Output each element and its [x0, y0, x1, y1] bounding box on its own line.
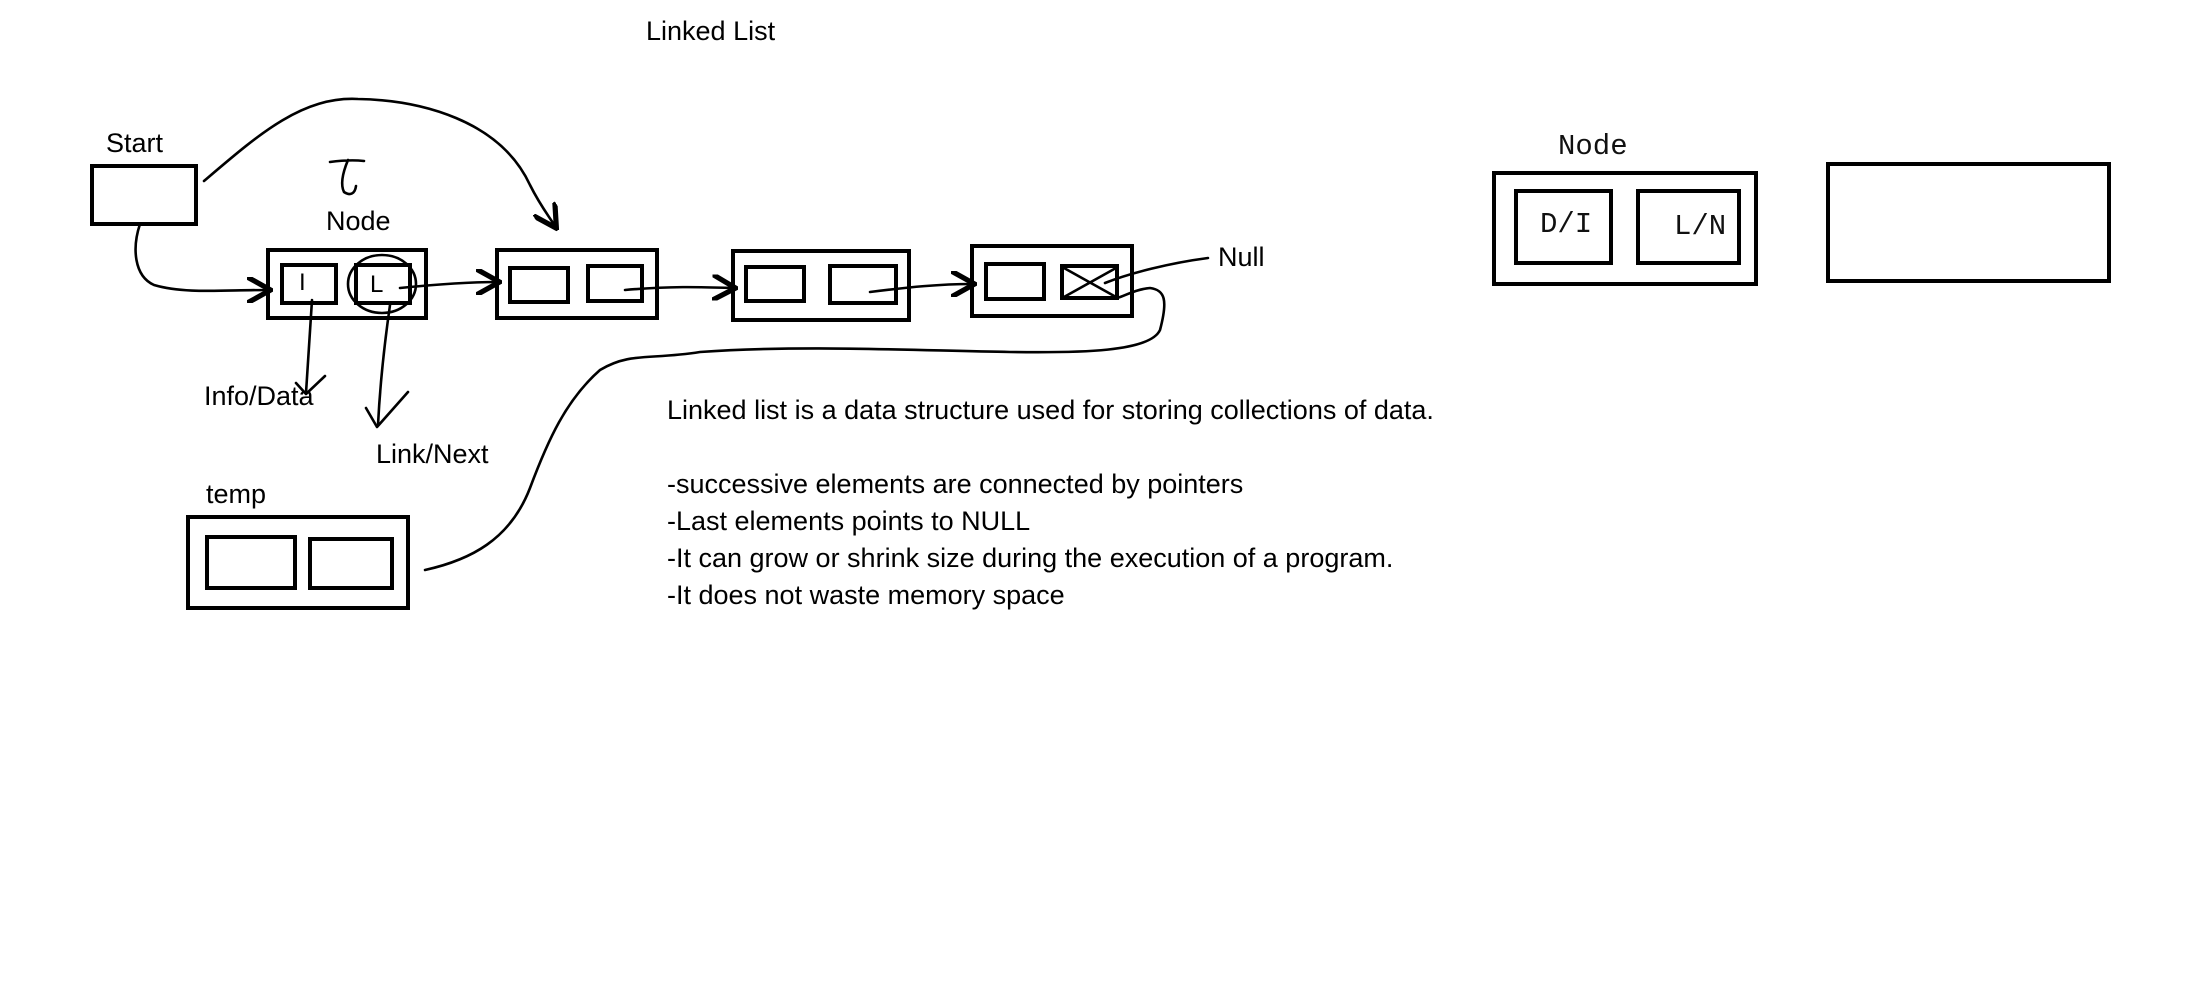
legend-link-cell-label: L/N	[1674, 210, 1727, 243]
linked-list-node-2	[495, 248, 659, 320]
linked-list-node-3	[731, 249, 911, 322]
node-label: Node	[326, 206, 391, 236]
t-mark-stroke	[328, 158, 366, 196]
link-arrowhead	[364, 390, 410, 429]
node2-to-node3-arrow	[623, 287, 733, 290]
null-cross-mark	[1062, 266, 1118, 299]
info-data-label: Info/Data	[204, 381, 314, 411]
link-next-label: Link/Next	[376, 439, 489, 469]
legend-node-box	[1492, 171, 1758, 286]
bullet-point: -successive elements are connected by po…	[667, 469, 1244, 499]
node3-to-node4-arrow	[868, 284, 972, 292]
null-pointer-line	[1103, 256, 1210, 285]
definition-text: Linked list is a data structure used for…	[667, 395, 1434, 425]
info-pointer-arrow	[304, 298, 314, 395]
null-label: Null	[1218, 242, 1265, 272]
legend-node-title: Node	[1558, 130, 1628, 163]
notes-block: Linked list is a data structure used for…	[667, 392, 1434, 614]
temp-to-list-curve	[423, 286, 1166, 572]
legend-data-cell-label: D/I	[1540, 208, 1593, 241]
start-to-node2-curve-arrow	[202, 97, 555, 226]
cell-link-label: L	[370, 271, 384, 298]
bullet-point: -Last elements points to NULL	[667, 506, 1031, 536]
node1-to-node2-arrow	[398, 282, 497, 288]
link-cell-circle	[346, 253, 418, 315]
start-pointer-box	[90, 164, 198, 226]
temp-label: temp	[206, 479, 267, 509]
temp-node-box	[186, 515, 410, 610]
info-arrowhead	[294, 374, 327, 396]
link-pointer-arrow	[376, 303, 392, 427]
start-label: Start	[106, 128, 164, 158]
start-to-node1-arrow	[134, 222, 268, 291]
page-title: Linked List	[646, 16, 776, 46]
cell-info-label: I	[299, 269, 306, 296]
bullet-point: -It can grow or shrink size during the e…	[667, 543, 1394, 573]
bullet-point: -It does not waste memory space	[667, 580, 1065, 610]
empty-box	[1826, 162, 2111, 283]
